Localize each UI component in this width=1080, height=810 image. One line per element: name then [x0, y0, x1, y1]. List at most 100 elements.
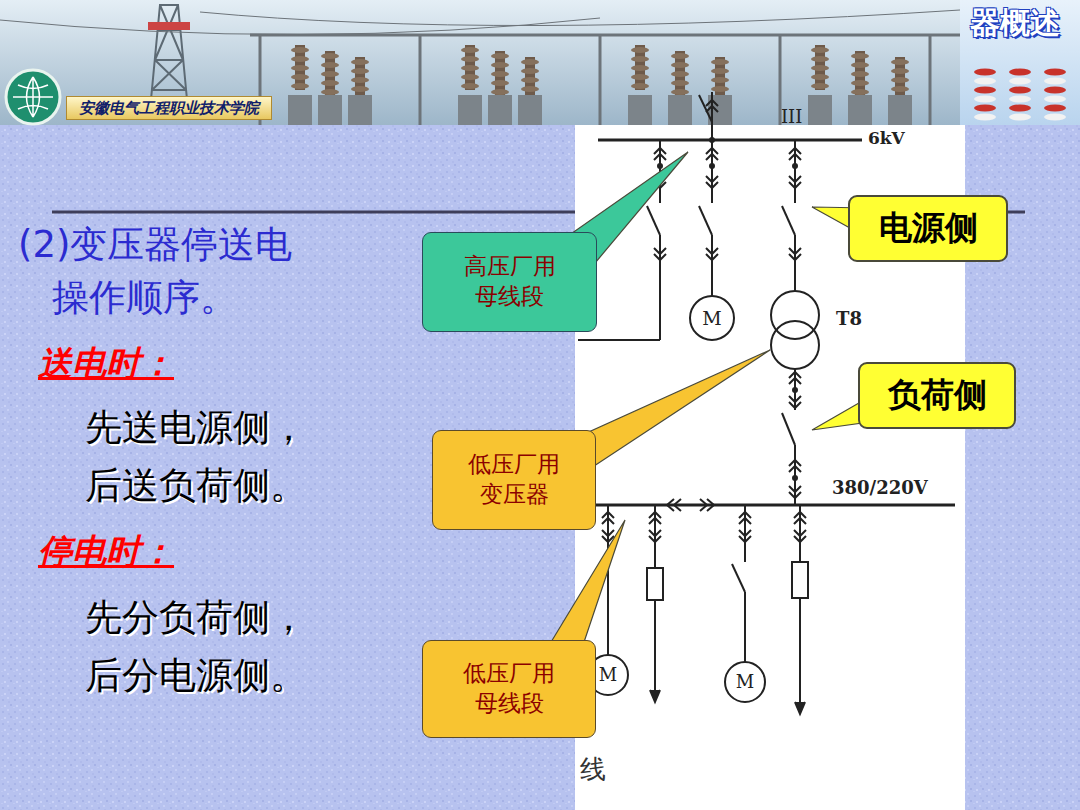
insulator-disc [491, 71, 509, 77]
callout-box: 低压厂用 变压器 [432, 430, 596, 530]
school-logo [6, 70, 60, 124]
motor-symbol [690, 296, 734, 340]
insulator-disc [711, 86, 729, 92]
insulator-base [288, 95, 312, 125]
insulator-disc [974, 114, 996, 121]
busbar [578, 504, 955, 507]
wire [654, 548, 656, 568]
caption-fragment: 线 [580, 754, 606, 785]
callout-text: 低压厂用 母线段 [433, 659, 585, 719]
insulator-disc [461, 65, 479, 71]
plug-contact [706, 248, 718, 260]
plug-contact [602, 512, 614, 524]
callout-pointers [545, 152, 898, 660]
wire [578, 339, 660, 341]
switch-blade [782, 413, 795, 445]
contact-dot [793, 476, 797, 480]
plug-contact [654, 148, 666, 160]
insulator-disc [1009, 114, 1031, 121]
insulator-base [318, 95, 342, 125]
switch-blade [732, 564, 745, 592]
step-text: 先分负荷侧， [85, 596, 307, 640]
insulator-disc [461, 74, 479, 80]
header-banner [0, 0, 1080, 125]
insulator-disc [851, 62, 869, 68]
insulator-stack [848, 51, 872, 125]
wire [654, 600, 656, 700]
slide-heading: (2)变压器停送电 操作顺序。 [18, 218, 424, 324]
plug-contact [789, 486, 801, 498]
insulator-disc [1009, 87, 1031, 94]
insulator-disc [1009, 96, 1031, 103]
insulator-disc [521, 68, 539, 74]
lattice-tower [148, 5, 190, 110]
insulator-stack [1044, 69, 1066, 121]
insulator-disc [351, 59, 369, 65]
insulator-disc [671, 89, 689, 95]
insulator-stack [288, 45, 312, 125]
insulator-disc [631, 74, 649, 80]
insulator-disc [491, 80, 509, 86]
fuse-symbol [647, 568, 663, 600]
insulator-disc [671, 62, 689, 68]
insulator-disc [974, 96, 996, 103]
insulator-disc [1044, 69, 1066, 76]
insulator-disc [291, 65, 309, 71]
insulator-disc [851, 89, 869, 95]
insulator-disc [974, 105, 996, 112]
plug-contact [739, 530, 751, 542]
wire [799, 598, 801, 712]
transformer-winding [771, 321, 819, 369]
insulator-stack [888, 57, 912, 125]
plug-contact [706, 176, 718, 188]
insulator-disc [461, 47, 479, 53]
insulator-disc [811, 47, 829, 53]
banner-right [960, 0, 1080, 125]
callout-text: 高压厂用 母线段 [433, 252, 586, 312]
insulator-disc [291, 83, 309, 89]
insulator-disc [631, 56, 649, 62]
insulator-stack [318, 51, 342, 125]
insulator-disc [461, 56, 479, 62]
callout-box: 电源侧 [848, 195, 1008, 262]
contact-dot [658, 164, 662, 168]
plug-contact [706, 100, 718, 112]
plug-contact [789, 372, 801, 384]
insulator-disc [671, 71, 689, 77]
insulator-stack [974, 69, 996, 121]
insulator-disc [291, 56, 309, 62]
insulator-base [458, 95, 482, 125]
callout-text: 电源侧 [879, 207, 978, 250]
bus-tie-symbol [667, 499, 714, 511]
fuse-symbol [792, 562, 808, 598]
insulator-disc [631, 47, 649, 53]
voltage-label: 380/220V [832, 477, 928, 499]
logo-ring [6, 70, 60, 124]
insulator-disc [321, 53, 339, 59]
busbar [598, 139, 862, 142]
tower-frame [150, 5, 188, 110]
plug-contact [649, 530, 661, 542]
insulator-base [348, 95, 372, 125]
motor-label: M [599, 664, 617, 686]
insulator-disc [891, 86, 909, 92]
substation-gantry [0, 10, 960, 125]
insulator-stack [488, 51, 512, 125]
insulator-base [488, 95, 512, 125]
voltage-label: 6kV [868, 128, 905, 148]
callout-box: 负荷侧 [858, 362, 1016, 429]
insulator-disc [321, 89, 339, 95]
transformer-name: T8 [836, 308, 862, 330]
wire [799, 548, 801, 562]
step-text: 后送负荷侧。 [85, 464, 307, 508]
power-wires [0, 10, 960, 35]
insulator-disc [1009, 78, 1031, 85]
plug-contact [654, 248, 666, 260]
school-name: 安徽电气工程职业技术学院 [66, 96, 272, 120]
insulator-disc [891, 68, 909, 74]
callout-pointer [545, 520, 625, 660]
insulator-disc [811, 83, 829, 89]
plug-contact [789, 460, 801, 472]
callout-text: 负荷侧 [888, 374, 987, 417]
logo-globe [13, 77, 53, 117]
